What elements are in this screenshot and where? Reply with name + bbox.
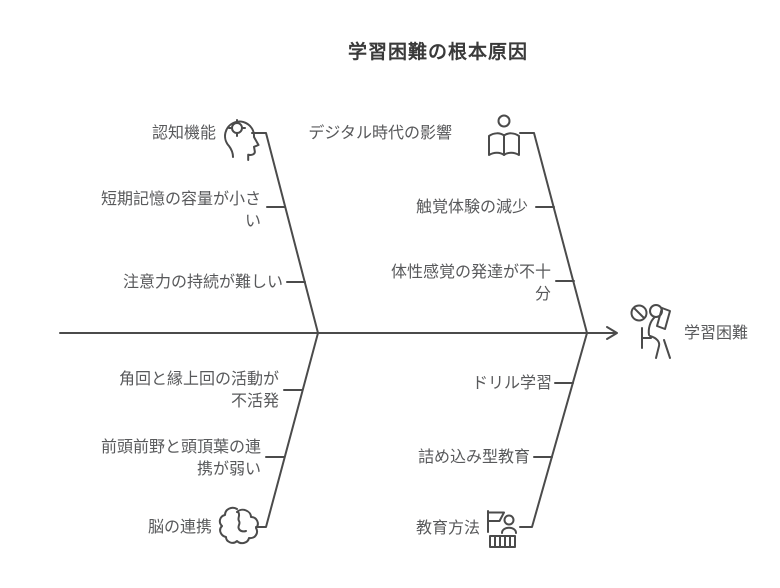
spine-arrow (59, 326, 618, 340)
cause-label: 体性感覚の発達が不十分 (390, 261, 551, 303)
cause-label: 触覚体験の減少 (415, 196, 528, 216)
spine-arrowhead (606, 326, 618, 340)
branch-line-top-right (519, 132, 588, 334)
cause-label: 短期記憶の容量が小さい (100, 188, 261, 230)
teacher-blackboard-icon (487, 510, 517, 548)
struggling-student-icon (630, 304, 671, 359)
diagram-title: 学習困難の根本原因 (347, 41, 528, 63)
branch-label-cognitive-function: 認知機能 (151, 123, 216, 143)
reading-person-icon (488, 114, 520, 156)
effect-label: 学習困難 (684, 323, 749, 343)
branch-line-bottom-right (519, 332, 588, 528)
branch-label-brain-coordination: 脳の連携 (147, 517, 212, 537)
branch-line-top-left (251, 132, 319, 334)
branch-label-digital-era: デジタル時代の影響 (308, 123, 452, 143)
cause-label: 注意力の持続が難しい (122, 271, 283, 291)
brain-icon (218, 506, 259, 545)
branch-label-education-method: 教育方法 (415, 518, 480, 538)
head-gear-icon (224, 119, 260, 161)
branch-line-bottom-left (255, 332, 319, 528)
cause-label: 詰め込み型教育 (417, 446, 530, 466)
cause-label: 前頭前野と頭頂葉の連携が弱い (100, 436, 261, 478)
cause-label: 角回と縁上回の活動が不活発 (118, 368, 279, 410)
cause-label: ドリル学習 (471, 372, 552, 392)
